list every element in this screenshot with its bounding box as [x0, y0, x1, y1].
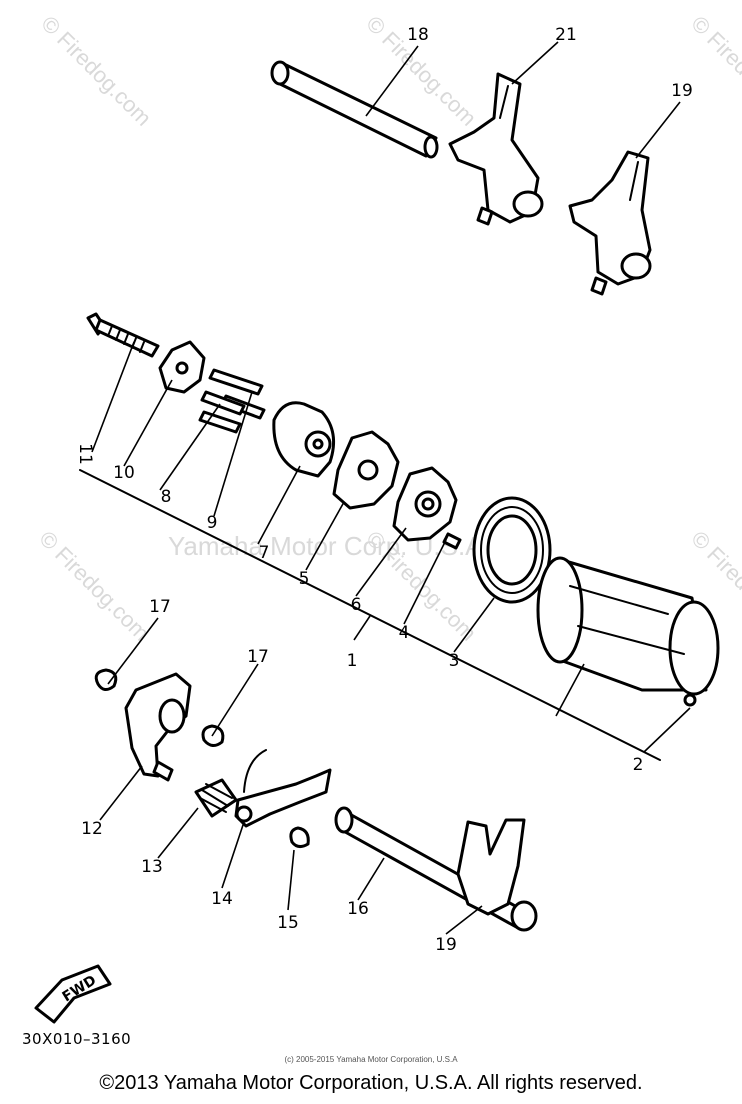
fwd-arrow-icon: FWD [34, 964, 112, 1024]
callout-17-right: 17 [247, 647, 269, 667]
shift-drum [536, 556, 720, 707]
shift-fork-21 [448, 72, 544, 226]
shift-lever-12 [124, 672, 192, 782]
callout-5: 5 [299, 569, 310, 589]
callout-1: 1 [347, 651, 358, 671]
watermark-top-right: © Firedog.com [686, 11, 742, 131]
callout-13: 13 [141, 857, 163, 877]
callout-18: 18 [407, 25, 429, 45]
diagram-code: 30X010–3160 [22, 1030, 132, 1048]
callout-19: 19 [671, 81, 693, 101]
callout-21: 21 [555, 25, 577, 45]
leader-lines [91, 41, 691, 935]
assembly-line [79, 469, 661, 761]
callout-4: 4 [399, 623, 410, 643]
callout-14: 14 [211, 889, 233, 909]
callout-3: 3 [449, 651, 460, 671]
copyright-notice: ©2013 Yamaha Motor Corporation, U.S.A. A… [99, 1072, 643, 1094]
callout-6: 6 [351, 595, 362, 615]
bearing [472, 496, 552, 604]
callout-16: 16 [347, 899, 369, 919]
callouts: 18 21 19 11 10 8 9 7 5 6 4 1 3 2 17 17 1… [75, 25, 693, 955]
watermark-mid-left: © Firedog.com [34, 526, 154, 646]
callout-11: 11 [75, 443, 95, 465]
callout-2: 2 [633, 755, 644, 775]
shift-cam-6 [392, 466, 462, 550]
bolt [86, 312, 160, 358]
callout-12: 12 [81, 819, 103, 839]
watermark-overlay: Yamaha Motor Corp. U.S.A. [168, 531, 490, 561]
shift-arm-14 [234, 749, 332, 828]
watermark-layer: © Firedog.com © Firedog.com © Firedog.co… [34, 11, 742, 646]
callout-17-left: 17 [149, 597, 171, 617]
stopper-plate [158, 340, 206, 394]
segment [272, 401, 336, 478]
dowel-pins [198, 368, 266, 434]
watermark-top-left: © Firedog.com [36, 11, 156, 131]
callout-20: 19 [435, 935, 457, 955]
callout-9: 9 [207, 513, 218, 533]
shift-cam-5 [332, 430, 400, 510]
circlip-17-left [94, 668, 118, 691]
callout-10: 10 [113, 463, 135, 483]
spring-13 [194, 778, 238, 818]
shift-fork-guide-bar [270, 60, 439, 159]
shift-fork-19 [568, 150, 652, 296]
circlip-15 [289, 826, 310, 849]
callout-15: 15 [277, 913, 299, 933]
callout-8: 8 [161, 487, 172, 507]
shift-fork-20 [456, 818, 538, 932]
small-copyright: (c) 2005-2015 Yamaha Motor Corporation, … [284, 1055, 458, 1064]
callout-7: 7 [259, 543, 270, 563]
